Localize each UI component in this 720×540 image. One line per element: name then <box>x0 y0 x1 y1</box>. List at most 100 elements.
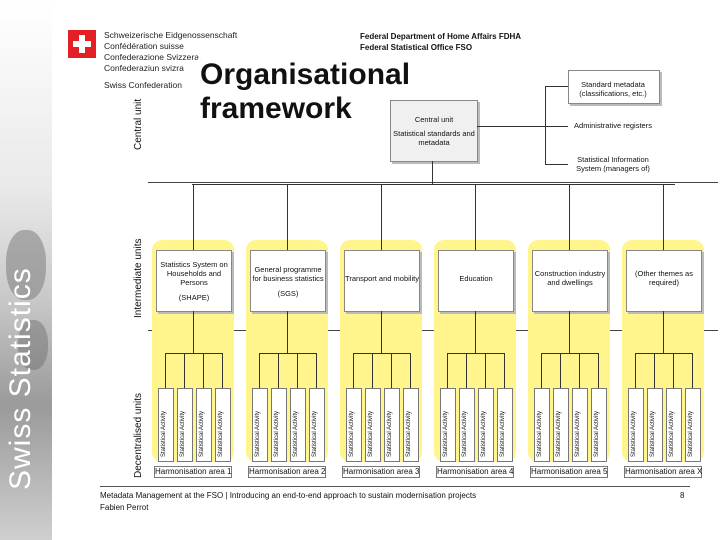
connector <box>635 353 692 354</box>
statistical-activity-box: Statistical Activity <box>666 388 682 462</box>
confederation-line: Schweizerische Eidgenossenschaft <box>104 30 238 40</box>
statistical-activity-box: Statistical Activity <box>553 388 569 462</box>
statistical-activity-box: Statistical Activity <box>534 388 550 462</box>
connector <box>545 126 568 127</box>
footer-text: Metadata Management at the FSO | Introdu… <box>100 491 477 500</box>
connector <box>432 161 433 184</box>
connector <box>663 184 664 250</box>
statistical-activity-label: Statistical Activity <box>406 410 412 457</box>
connector <box>569 311 570 353</box>
confederation-line: Confederazione Svizzera <box>104 52 199 62</box>
connector <box>192 184 675 185</box>
central-box-title: Central unit <box>414 115 454 124</box>
intermediate-box-code: (SGS) <box>277 288 299 298</box>
statistical-activity-label: Statistical Activity <box>669 410 675 457</box>
statistical-activity-label: Statistical Activity <box>349 410 355 457</box>
harmonisation-area-label: Harmonisation area 1 <box>154 466 232 478</box>
intermediate-unit-box: (Other themes as required) <box>626 250 702 312</box>
statistical-activity-label: Statistical Activity <box>199 410 205 457</box>
intermediate-unit-box: Transport and mobility <box>344 250 420 312</box>
connector <box>447 353 448 388</box>
statistical-activity-box: Statistical Activity <box>177 388 193 462</box>
connector <box>391 353 392 388</box>
statistical-activity-label: Statistical Activity <box>312 410 318 457</box>
harmonisation-area-label: Harmonisation area 4 <box>436 466 514 478</box>
connector <box>654 353 655 388</box>
statistical-activity-box: Statistical Activity <box>403 388 419 462</box>
decentralised-units-label: Decentralised units <box>133 392 144 478</box>
connector <box>598 353 599 388</box>
admin-registers-label: Administrative registers <box>570 121 656 130</box>
connector <box>635 353 636 388</box>
info-system-label: Statistical Information System (managers… <box>570 155 656 173</box>
connector <box>203 353 204 388</box>
connector <box>447 353 504 354</box>
statistical-activity-box: Statistical Activity <box>252 388 268 462</box>
statistical-activity-label: Statistical Activity <box>180 410 186 457</box>
intermediate-box-title: Transport and mobility <box>345 273 419 283</box>
connector <box>165 353 166 388</box>
connector <box>316 353 317 388</box>
confederation-line: Confederaziun svizra <box>104 63 184 73</box>
central-unit-label: Central unit <box>133 98 144 150</box>
harmonisation-area-label: Harmonisation area 5 <box>530 466 608 478</box>
footer-author: Fabien Perrot <box>100 503 149 512</box>
photo-figure <box>18 320 48 370</box>
statistical-activity-label: Statistical Activity <box>537 410 543 457</box>
statistical-activity-label: Statistical Activity <box>688 410 694 457</box>
connector <box>477 126 545 127</box>
connector <box>541 353 542 388</box>
connector <box>485 353 486 388</box>
statistical-activity-label: Statistical Activity <box>443 410 449 457</box>
connector <box>259 353 316 354</box>
statistical-activity-label: Statistical Activity <box>368 410 374 457</box>
slide-title: Organisational framework <box>198 58 413 126</box>
statistical-activity-box: Statistical Activity <box>478 388 494 462</box>
statistical-activity-box: Statistical Activity <box>628 388 644 462</box>
connector <box>673 353 674 388</box>
statistical-activity-box: Statistical Activity <box>271 388 287 462</box>
intermediate-units-label: Intermediate units <box>133 238 144 319</box>
connector <box>381 184 382 250</box>
statistical-activity-label: Statistical Activity <box>218 410 224 457</box>
statistical-activity-box: Statistical Activity <box>685 388 701 462</box>
connector <box>278 353 279 388</box>
statistical-activity-label: Statistical Activity <box>481 410 487 457</box>
intermediate-unit-box: Statistics System on Households and Pers… <box>156 250 232 312</box>
statistical-activity-box: Statistical Activity <box>215 388 231 462</box>
side-photo-strip: Swiss Statistics <box>0 0 52 540</box>
connector <box>193 184 194 250</box>
intermediate-box-title: (Other themes as required) <box>635 269 693 287</box>
statistical-activity-label: Statistical Activity <box>575 410 581 457</box>
statistical-activity-label: Statistical Activity <box>161 410 167 457</box>
statistical-activity-box: Statistical Activity <box>572 388 588 462</box>
statistical-activity-box: Statistical Activity <box>384 388 400 462</box>
standard-metadata-label: Standard metadata (classifications, etc.… <box>570 80 656 98</box>
central-box-subtitle: Statistical standards and metadata <box>393 129 475 147</box>
intermediate-box-title: Construction industry and dwellings <box>534 269 606 287</box>
section-divider <box>148 182 718 183</box>
statistical-activity-box: Statistical Activity <box>459 388 475 462</box>
swiss-cross-logo <box>68 30 96 58</box>
statistical-activity-label: Statistical Activity <box>650 410 656 457</box>
confederation-english: Swiss Confederation <box>104 80 182 90</box>
statistical-activity-label: Statistical Activity <box>462 410 468 457</box>
connector <box>353 353 354 388</box>
connector <box>297 353 298 388</box>
statistical-activity-label: Statistical Activity <box>594 410 600 457</box>
intermediate-unit-box: General programme for business statistic… <box>250 250 326 312</box>
central-unit-box: Central unit Statistical standards and m… <box>390 100 478 162</box>
statistical-activity-label: Statistical Activity <box>274 410 280 457</box>
connector <box>560 353 561 388</box>
connector <box>222 353 223 388</box>
connector <box>545 86 568 87</box>
photo-figure <box>6 230 46 300</box>
statistical-activity-box: Statistical Activity <box>309 388 325 462</box>
statistical-activity-box: Statistical Activity <box>497 388 513 462</box>
statistical-activity-label: Statistical Activity <box>387 410 393 457</box>
harmonisation-area-label: Harmonisation area X <box>624 466 703 478</box>
connector <box>165 353 222 354</box>
connector <box>692 353 693 388</box>
connector <box>372 353 373 388</box>
office-name: Federal Statistical Office FSO <box>360 43 473 52</box>
